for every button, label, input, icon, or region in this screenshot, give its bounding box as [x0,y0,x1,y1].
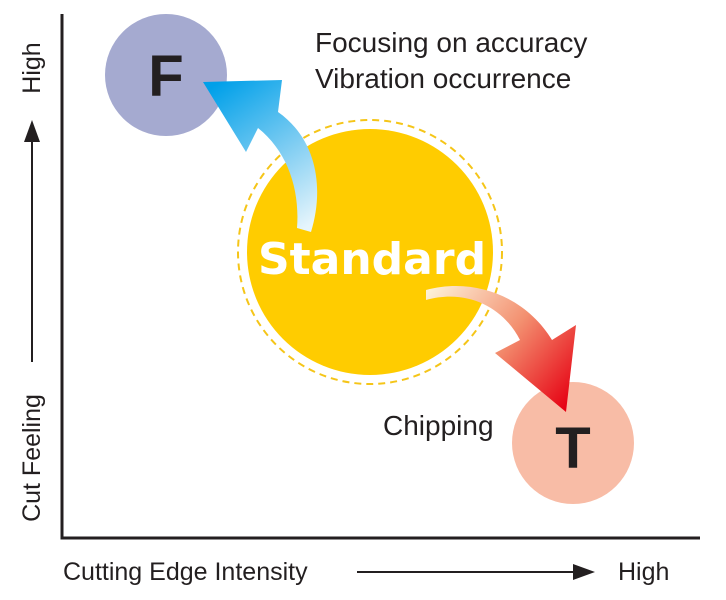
y-axis-label: Cut Feeling [18,394,46,522]
f-node-letter: F [148,44,183,109]
t-node-letter: T [555,416,590,481]
y-axis-arrow-head [24,120,40,142]
y-axis-high-label: High [18,42,46,93]
f-node-circle [105,14,227,136]
arrow-standard-to-f [203,80,318,232]
x-axis-label: Cutting Edge Intensity [63,558,308,586]
t-node-circle [512,382,634,504]
annotation-t-line: Chipping [383,410,494,441]
standard-halo [237,119,503,385]
annotation-f-line2: Vibration occurrence [315,63,571,94]
x-axis-arrow-head [573,564,595,580]
x-axis-high-label: High [618,558,669,586]
standard-node-label: Standard [258,234,486,285]
arrow-standard-to-t [426,285,576,412]
axis-lines [60,14,700,540]
annotation-f-line1: Focusing on accuracy [315,27,587,58]
